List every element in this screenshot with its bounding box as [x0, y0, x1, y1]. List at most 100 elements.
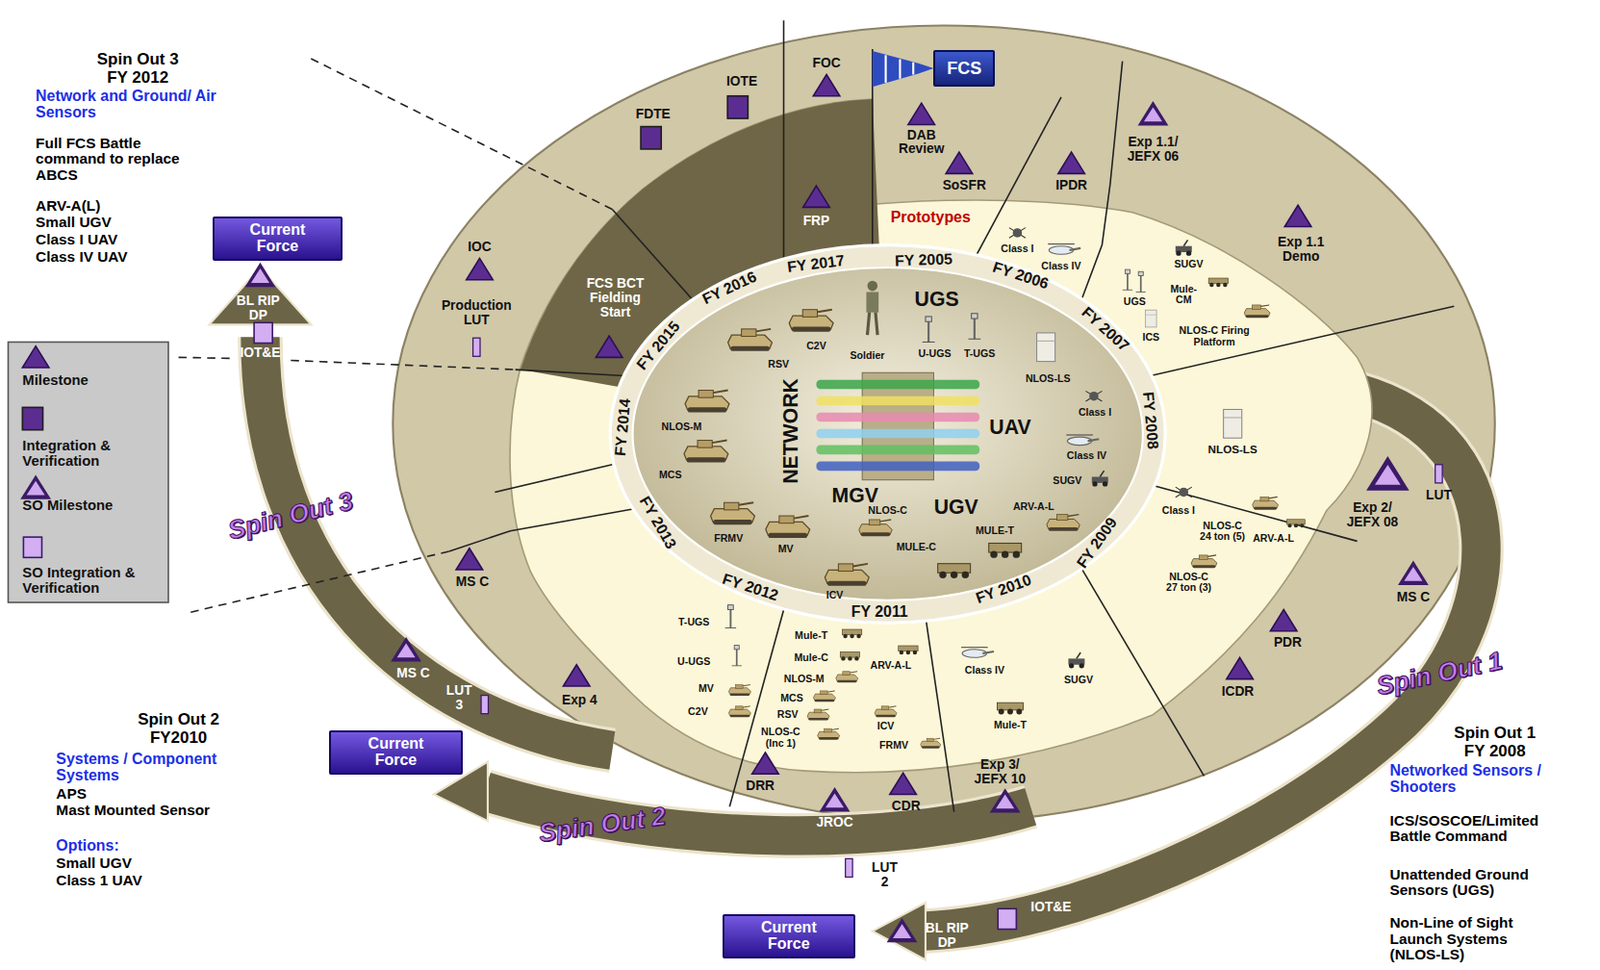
diagram-label: PDR: [1273, 635, 1302, 651]
diagram-label-anchor: Exp 1.1/ JEFX 06: [1115, 135, 1193, 165]
diagram-label-anchor: Class I: [1078, 406, 1112, 418]
stack-layer: [815, 445, 980, 456]
diagram-label: BL RIP DP: [232, 295, 284, 325]
node-text: FCS: [946, 59, 982, 78]
diagram-label: Class I UAV: [35, 231, 118, 249]
diagram-label-anchor: NLOS-C 27 ton (3): [1163, 570, 1215, 593]
diagram-label-anchor: Class I UAV: [35, 231, 118, 249]
diagram-label-anchor: U-UGS: [677, 656, 711, 667]
so-milestone-triangle: [819, 787, 851, 812]
dashed-line: [305, 55, 612, 209]
legend-panel: [7, 341, 169, 603]
diagram-label: Prototypes: [890, 208, 971, 226]
u-ugs-icon: [732, 645, 742, 666]
diagram-label-anchor: Mule- CM: [1166, 282, 1202, 305]
diagram-label-anchor: Spin Out 1: [1453, 724, 1536, 742]
diagram-label: ICV: [877, 721, 895, 733]
diagram-label: MCS: [780, 692, 804, 704]
diagram-label: MS C: [456, 574, 489, 589]
diagram-label-anchor: NLOS-C (Inc 1): [756, 726, 806, 749]
diagram-label-anchor: UGV: [934, 496, 979, 519]
so-milestone-triangle: [990, 787, 1021, 813]
milestone-triangle: [1269, 609, 1297, 631]
class1-icon: [1175, 486, 1193, 498]
diagram-label: JROC: [815, 815, 853, 831]
diagram-label: Spin Out 3: [97, 50, 179, 68]
lut-bar: [481, 695, 488, 714]
fcs-flag-arrow: [872, 50, 935, 87]
lut-bar: [1435, 464, 1443, 483]
diagram-label: NETWORK: [780, 378, 803, 484]
diagram-label-anchor: Full FCS Battle command to replace ABCS: [35, 135, 209, 184]
diagram-label: MV: [778, 543, 794, 555]
lut-bar: [473, 337, 481, 356]
diagram-label-anchor: T-UGS: [964, 348, 995, 359]
node-text: Current Force: [750, 919, 828, 953]
diagram-label-anchor: ICV: [877, 721, 895, 733]
diagram-label: UGS: [1123, 296, 1146, 307]
middle-ring: [509, 99, 1372, 773]
diagram-label-anchor: FY 2013: [636, 493, 681, 552]
diagram-label: NLOS-M: [784, 673, 825, 685]
outer-ring: [392, 25, 1495, 823]
diagram-label-anchor: SoSFR: [942, 178, 987, 194]
diagram-label-anchor: ARV-A(L): [35, 198, 101, 215]
diagram-label: T-UGS: [678, 617, 710, 629]
dashed-line: [178, 356, 233, 358]
chevron-stripe: [898, 59, 901, 79]
diagram-label: IOT&E: [1030, 900, 1071, 915]
nlos-c-27-icon: [1191, 555, 1218, 568]
diagram-label: MULE-T: [975, 525, 1015, 536]
diagram-label: Class I: [1000, 243, 1034, 254]
diagram-label: RSV: [777, 709, 799, 720]
nlos-c-24-icon: [1252, 496, 1279, 509]
diagram-label: NLOS-C 27 ton (3): [1163, 570, 1215, 593]
stack-layer: [815, 461, 980, 472]
chevron-stripe: [885, 54, 888, 83]
diagram-label: Class IV UAV: [35, 249, 127, 266]
system-icons: [684, 228, 1305, 749]
diagram-label-anchor: Spin Out 2: [137, 711, 220, 729]
diagram-label: U-UGS: [917, 348, 951, 359]
diagram-label: UGS: [914, 287, 960, 310]
diagram-label-anchor: RSV: [767, 358, 789, 370]
diagram-label: T-UGS: [964, 348, 995, 359]
diagram-label: DAB Review: [890, 128, 953, 158]
diagram-label-anchor: Spin Out 3: [97, 50, 179, 68]
diagram-label: Spin Out 1: [1453, 724, 1536, 742]
diagram-label: IOT&E: [239, 346, 280, 361]
nlos-m-icon: [685, 390, 730, 413]
milestone-triangle: [889, 772, 917, 794]
diagram-label: U-UGS: [677, 656, 711, 667]
so-integration-square: [253, 322, 273, 343]
milestone-triangle: [812, 74, 840, 96]
current-force-box: Current Force: [722, 914, 856, 959]
diagram-label-anchor: FRMV: [879, 739, 909, 751]
diagram-label: FY 2010: [972, 571, 1033, 608]
diagram-label-anchor: ICS: [1142, 331, 1160, 343]
diagram-label-anchor: SUGV: [1174, 258, 1204, 270]
diagram-label: LUT: [1425, 487, 1452, 503]
diagram-label-anchor: IOTE: [726, 74, 758, 89]
diagram-label: Spin Out 2: [536, 802, 667, 848]
diagram-label: FY 2017: [787, 252, 846, 276]
mcs-icon: [684, 440, 729, 463]
dashed-line: [188, 551, 449, 613]
mule-t-icon: [996, 702, 1023, 714]
spin-out-1-arrowhead: [872, 902, 926, 960]
node-text: Current Force: [238, 222, 316, 255]
diagram-label-anchor: Class I: [1000, 243, 1034, 254]
integration-square: [640, 126, 661, 150]
fcs-box: FCS: [933, 50, 995, 87]
diagram-label: FY 2012: [106, 68, 169, 86]
diagram-label-anchor: U-UGS: [917, 348, 951, 359]
sector-line: [449, 505, 654, 552]
dashed-lines: [178, 55, 613, 612]
diagram-label-anchor: T-UGS: [678, 617, 710, 629]
ugs-icon: [1136, 271, 1146, 292]
diagram-label-anchor: NLOS-C 24 ton (5): [1196, 519, 1248, 542]
diagram-label: Network and Ground/ Air Sensors: [35, 87, 281, 121]
diagram-label-anchor: Mast Mounted Sensor: [55, 802, 210, 819]
diagram-label: FDTE: [635, 106, 671, 122]
